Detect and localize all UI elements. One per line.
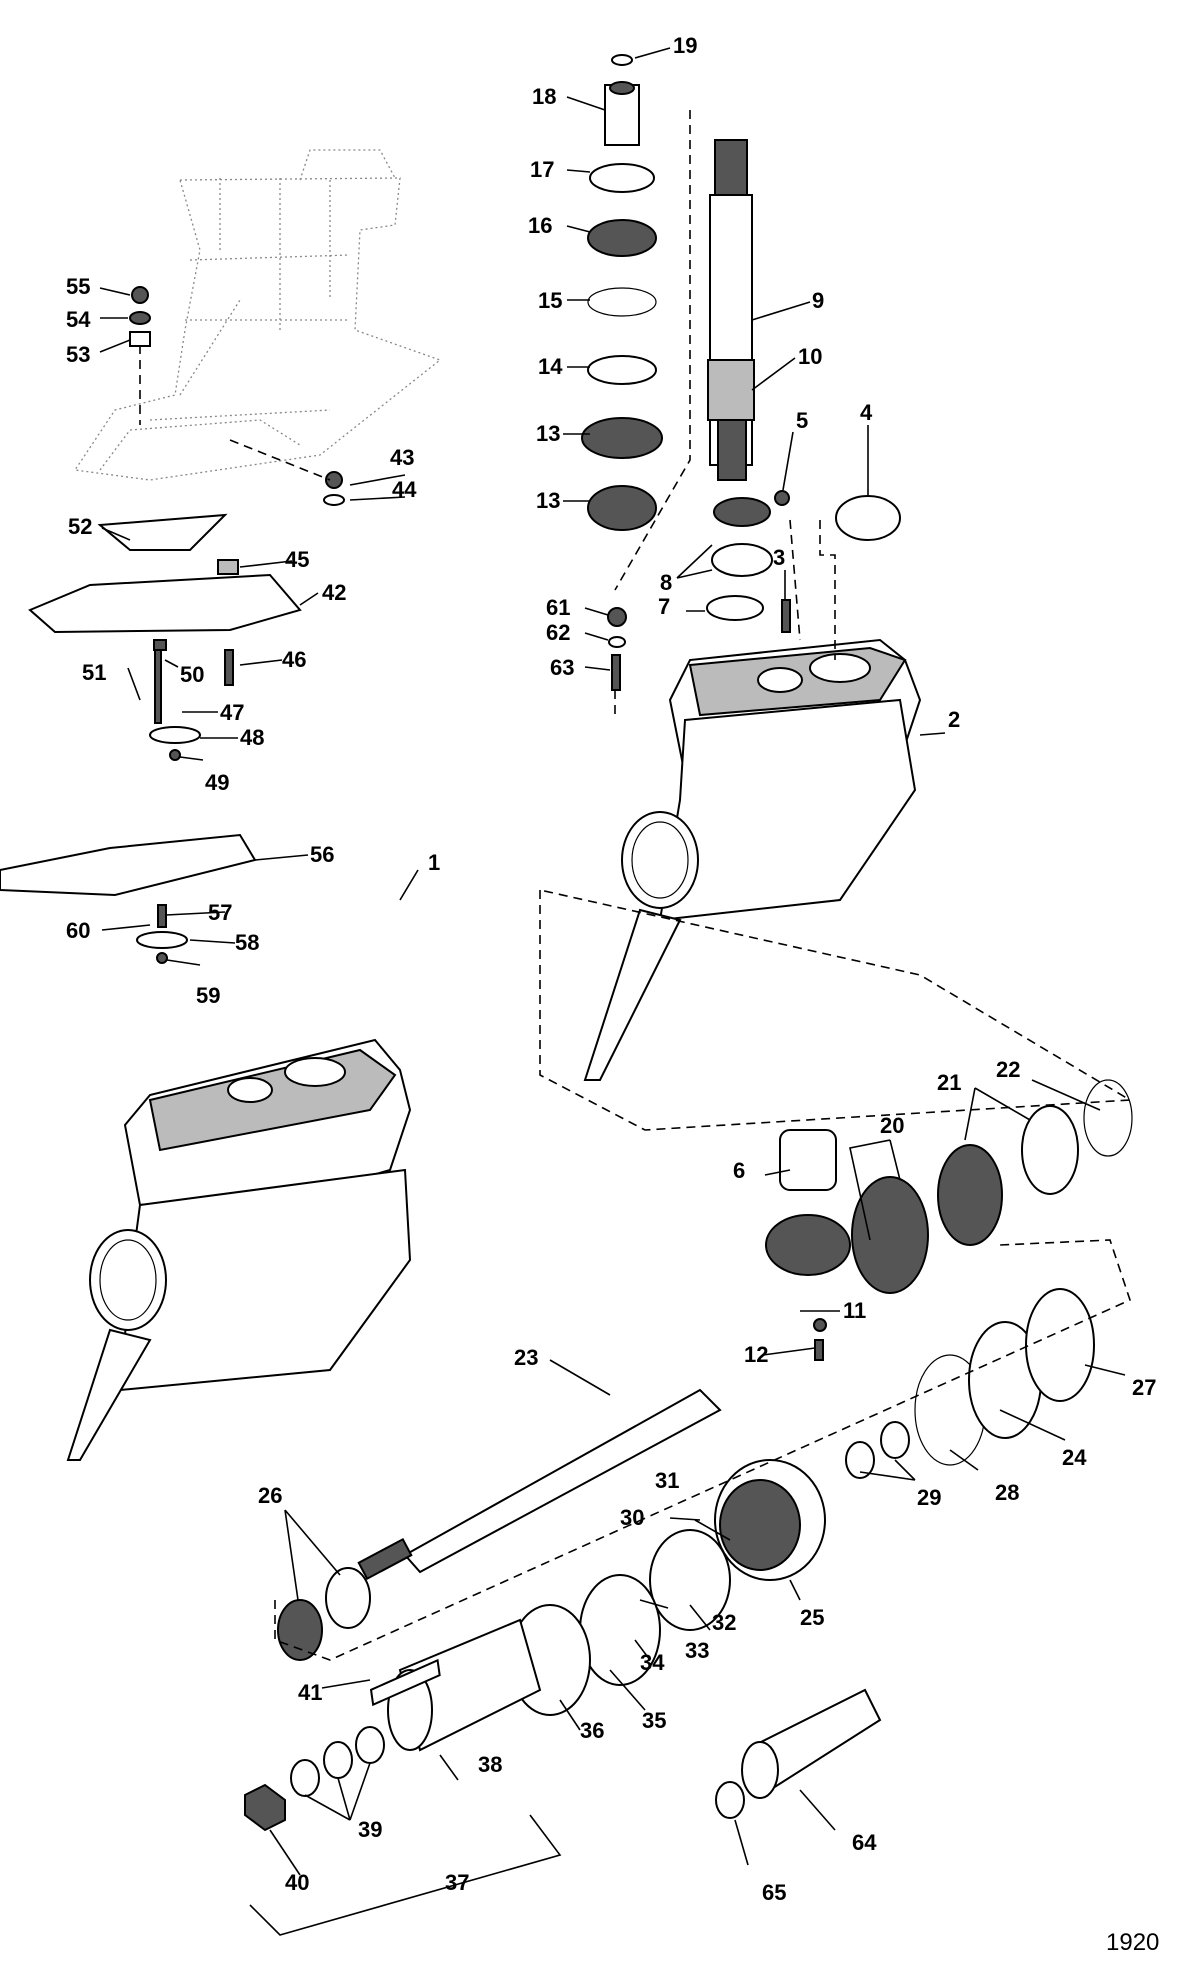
callout-38: 38: [478, 1752, 502, 1777]
callout-17: 17: [530, 157, 554, 182]
callout-63: 63: [550, 655, 574, 680]
callout-53: 53: [66, 342, 90, 367]
gear-housing-lower: [66, 1038, 412, 1461]
callout-55: 55: [66, 274, 90, 299]
callout-7: 7: [658, 594, 670, 619]
callout-20: 20: [880, 1113, 904, 1138]
callout-41: 41: [298, 1680, 322, 1705]
callout-8: 8: [660, 570, 672, 595]
callout-1: 1: [428, 850, 440, 875]
callout-13b: 13: [536, 488, 560, 513]
callout-30: 30: [620, 1505, 644, 1530]
small-parts-upper: [607, 490, 901, 691]
callout-62: 62: [546, 620, 570, 645]
callout-9: 9: [812, 288, 824, 313]
leader-lines: [99, 47, 1126, 1876]
gear-housing-upper: [583, 638, 922, 1081]
callout-51: 51: [82, 660, 106, 685]
callout-34: 34: [640, 1650, 665, 1675]
callout-32: 32: [712, 1610, 736, 1635]
callout-26: 26: [258, 1483, 282, 1508]
callout-27: 27: [1132, 1375, 1156, 1400]
callout-47: 47: [220, 700, 244, 725]
gear-set: [765, 1079, 1133, 1294]
callout-labels: 1 2 3 4 5 6 7 8 9 10 11 12 13 13 14 15 1…: [66, 33, 1159, 1956]
callout-16: 16: [528, 213, 552, 238]
callout-57: 57: [208, 900, 232, 925]
callout-60: 60: [66, 918, 90, 943]
callout-25: 25: [800, 1605, 824, 1630]
callout-52: 52: [68, 514, 92, 539]
callout-40: 40: [285, 1870, 309, 1895]
callout-6: 6: [733, 1158, 745, 1183]
callout-37: 37: [445, 1870, 469, 1895]
callout-56: 56: [310, 842, 334, 867]
propeller-shaft: [244, 1288, 1095, 1832]
callout-3: 3: [773, 545, 785, 570]
assembly-outlines: [139, 110, 1133, 1936]
callout-65: 65: [762, 1880, 786, 1905]
callout-45: 45: [285, 547, 309, 572]
callout-61: 61: [546, 595, 570, 620]
callout-33: 33: [685, 1638, 709, 1663]
plates-and-fasteners: [0, 286, 345, 964]
callout-64: 64: [852, 1830, 877, 1855]
callout-19: 19: [673, 33, 697, 58]
callout-28: 28: [995, 1480, 1019, 1505]
callout-50: 50: [180, 662, 204, 687]
callout-11: 11: [843, 1298, 866, 1323]
callout-22: 22: [996, 1057, 1020, 1082]
callout-15: 15: [538, 288, 562, 313]
callout-2: 2: [948, 707, 960, 732]
callout-49: 49: [205, 770, 229, 795]
callout-43: 43: [390, 445, 414, 470]
callout-4: 4: [860, 400, 873, 425]
callout-18: 18: [532, 84, 556, 109]
callout-14: 14: [538, 354, 563, 379]
callout-35: 35: [642, 1708, 666, 1733]
callout-24: 24: [1062, 1445, 1087, 1470]
callout-5: 5: [796, 408, 808, 433]
ghost-driveshaft-housing: [73, 149, 442, 481]
callout-31: 31: [655, 1468, 679, 1493]
callout-23: 23: [514, 1345, 538, 1370]
callout-10: 10: [798, 344, 822, 369]
callout-59: 59: [196, 983, 220, 1008]
callout-46: 46: [282, 647, 306, 672]
callout-29: 29: [917, 1485, 941, 1510]
callout-58: 58: [235, 930, 259, 955]
callout-44: 44: [392, 477, 417, 502]
callout-42: 42: [322, 580, 346, 605]
driveshaft: [707, 139, 755, 481]
figure-number: 1920: [1106, 1929, 1159, 1956]
callout-13a: 13: [536, 421, 560, 446]
callout-48: 48: [240, 725, 264, 750]
callout-39: 39: [358, 1817, 382, 1842]
stacked-bearing-parts: [581, 54, 663, 531]
callout-12: 12: [744, 1342, 768, 1367]
callout-54: 54: [66, 307, 91, 332]
callout-21: 21: [937, 1070, 961, 1095]
callout-36: 36: [580, 1718, 604, 1743]
